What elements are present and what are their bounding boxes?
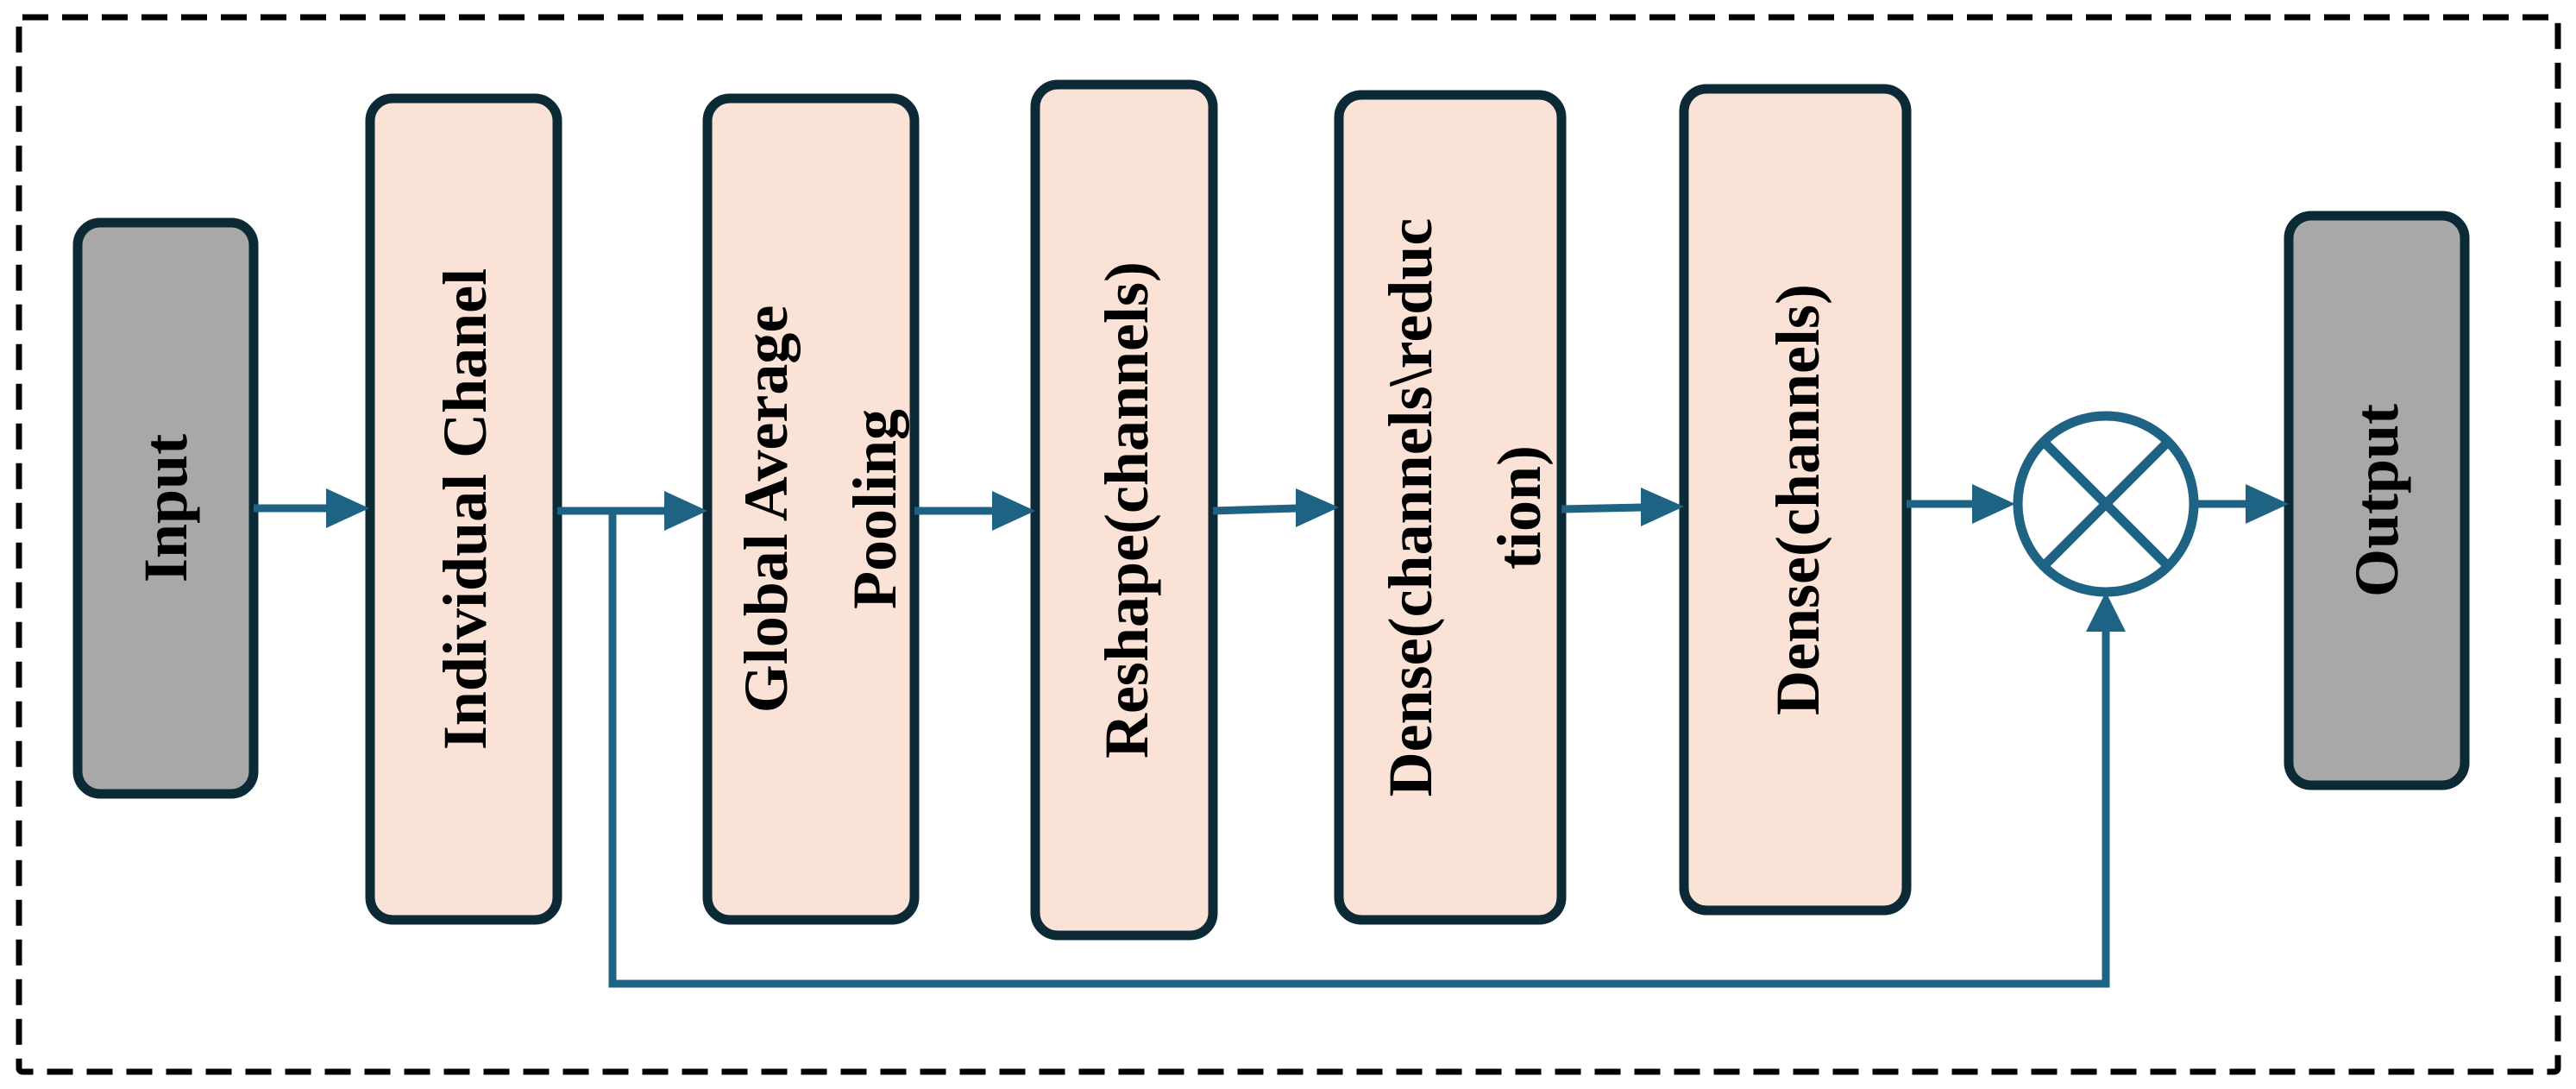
diagram-frame (16, 14, 2561, 1075)
input-label: Input (131, 434, 200, 582)
global-average-pooling-node: Global Average Pooling (702, 93, 920, 925)
dense-label: Dense(channels) (1763, 284, 1832, 715)
output-node: Output (2284, 211, 2470, 790)
arrowhead-reshape-to-dense-reduction (1296, 488, 1339, 527)
individual-channel-node: Individual Chanel (365, 93, 562, 925)
input-node: Input (72, 217, 259, 799)
dense-node: Dense(channels) (1679, 84, 1912, 916)
arrow-dense-reduction-to-dense (1561, 503, 1643, 513)
output-label: Output (2342, 404, 2411, 597)
arrowhead-input-to-channel (326, 488, 369, 528)
arrowhead-gap-to-reshape (992, 491, 1035, 531)
arrowhead-skip-to-multiply (2086, 592, 2126, 632)
global-average-pooling-label-line1: Global Average (732, 305, 801, 714)
arrowhead-dense-reduction-to-dense (1641, 488, 1684, 526)
dense-reduction-label-line1: Dense(channels\reduc (1376, 218, 1445, 797)
individual-channel-label: Individual Chanel (430, 268, 499, 750)
arrowhead-multiply-to-output (2246, 484, 2289, 524)
reshape-node: Reshape(channels) (1030, 79, 1218, 941)
arrowhead-dense-to-multiply (1972, 484, 2015, 524)
arrow-reshape-to-dense-reduction (1212, 504, 1298, 515)
connectors (254, 484, 2289, 988)
arrowhead-channel-to-gap (664, 491, 707, 531)
dense-reduction-node: Dense(channels\reduc tion) (1334, 90, 1567, 925)
reshape-label: Reshape(channels) (1092, 261, 1161, 759)
dense-reduction-label-line2: tion) (1485, 445, 1554, 570)
multiply-icon (2013, 411, 2199, 597)
skip-connection (608, 511, 2110, 988)
global-average-pooling-label-line2: Pooling (840, 409, 909, 609)
